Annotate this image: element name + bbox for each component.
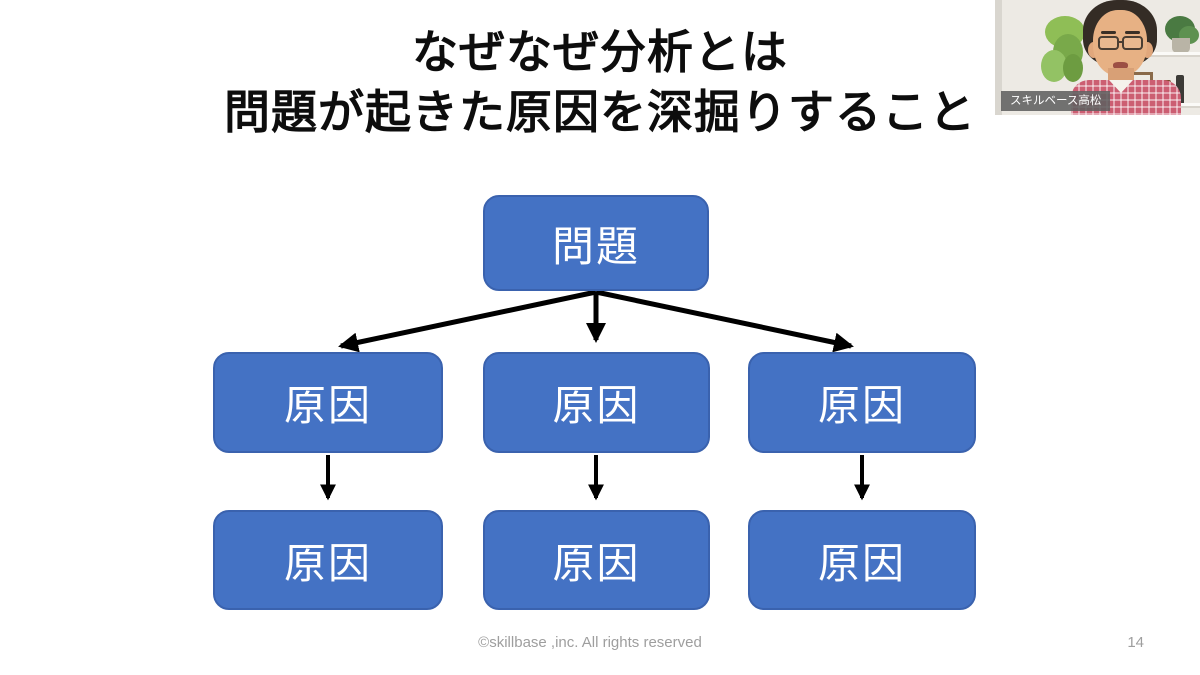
shelf-bottle bbox=[1176, 75, 1184, 103]
cause-box-level2-3: 原因 bbox=[748, 510, 976, 610]
footer-copyright: ©skillbase ,inc. All rights reserved bbox=[478, 634, 702, 651]
slide-title-line-1: なぜなぜ分析とは bbox=[412, 26, 788, 78]
slide-title: なぜなぜ分析とは 問題が起きた原因を深掘りすること bbox=[0, 22, 1200, 142]
presenter-eyebrow bbox=[1101, 31, 1116, 34]
cause-box-level1-1: 原因 bbox=[213, 352, 443, 453]
cause-box-level2-2: 原因 bbox=[483, 510, 710, 610]
cause-box-level2-1: 原因 bbox=[213, 510, 443, 610]
plant-pot bbox=[1172, 38, 1190, 53]
problem-box: 問題 bbox=[483, 195, 709, 291]
presenter-mouth bbox=[1113, 62, 1128, 70]
cause-box-label: 原因 bbox=[552, 382, 641, 429]
hanging-plant bbox=[1041, 50, 1067, 82]
cause-box-label: 原因 bbox=[817, 382, 906, 429]
wall-shelf bbox=[1107, 52, 1200, 57]
webcam-wall-edge bbox=[995, 0, 1002, 115]
presenter-webcam-video: スキルベース高松 bbox=[995, 0, 1200, 115]
glasses-lens bbox=[1122, 36, 1143, 50]
cause-box-level1-3: 原因 bbox=[748, 352, 976, 453]
problem-box-label: 問題 bbox=[551, 222, 640, 270]
cause-box-level1-2: 原因 bbox=[483, 352, 710, 453]
page-number: 14 bbox=[1127, 634, 1144, 651]
cause-box-label: 原因 bbox=[817, 539, 906, 587]
slide-title-line-2: 問題が起きた原因を深掘りすること bbox=[224, 86, 976, 138]
cause-box-label: 原因 bbox=[283, 539, 372, 587]
presenter-eyebrow bbox=[1125, 31, 1140, 34]
cause-box-label: 原因 bbox=[552, 539, 641, 587]
glasses-bridge bbox=[1118, 41, 1123, 43]
hanging-plant bbox=[1063, 54, 1083, 82]
presenter-ear bbox=[1142, 42, 1153, 58]
shirt-collar bbox=[1109, 80, 1133, 93]
cause-box-label: 原因 bbox=[283, 382, 372, 429]
glasses-lens bbox=[1098, 36, 1119, 50]
presenter-name-label: スキルベース高松 bbox=[1001, 91, 1111, 111]
